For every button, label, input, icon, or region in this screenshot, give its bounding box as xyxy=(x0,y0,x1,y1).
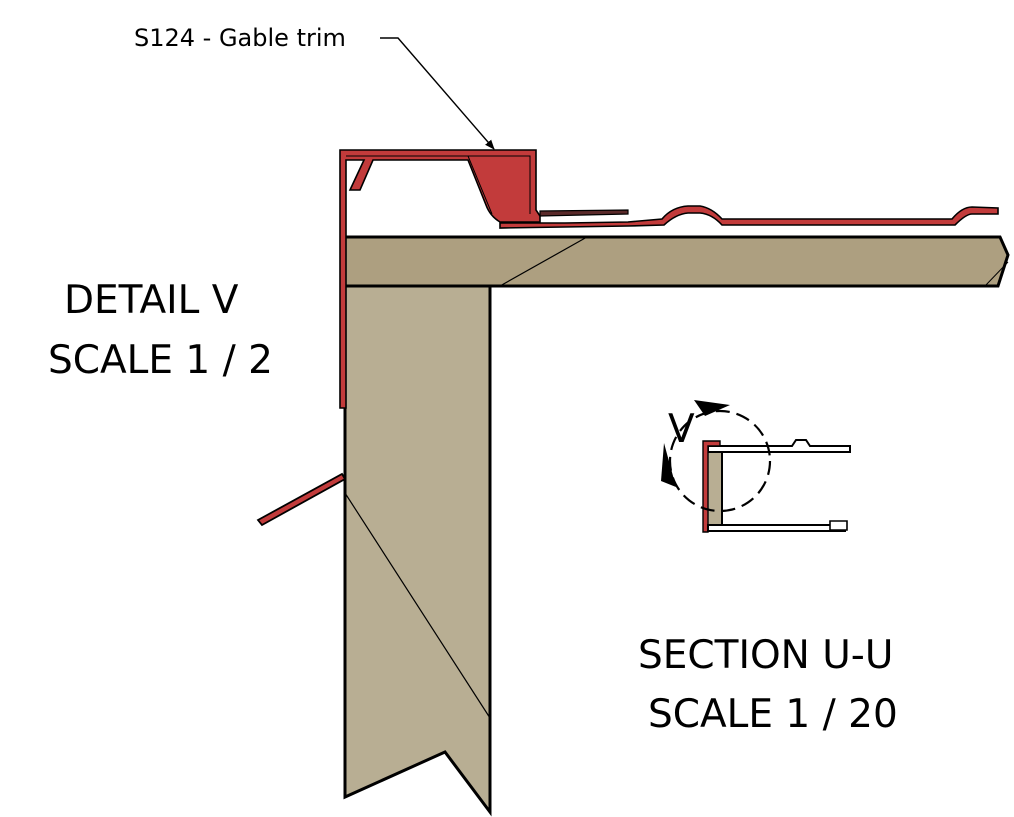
drip-flashing xyxy=(256,472,347,527)
wood-board xyxy=(343,235,1010,288)
board-end-line xyxy=(984,261,1009,287)
post-grain-line xyxy=(344,492,491,719)
section-u-u-view: V SECTION U-U SCALE 1 / 20 xyxy=(638,400,898,737)
section-bottom-line xyxy=(707,524,846,532)
view-arrow-left xyxy=(661,443,676,487)
roof-panel-profile xyxy=(499,205,999,229)
trim-overlap-strip xyxy=(539,209,629,217)
section-roof-line xyxy=(707,439,851,453)
detail-circle xyxy=(668,409,772,513)
board-grain-line xyxy=(499,236,588,287)
gable-trim-callout: S124 - Gable trim xyxy=(134,24,346,52)
detail-marker-v: V xyxy=(668,407,695,452)
section-bottom-end xyxy=(829,520,848,531)
section-title: SECTION U-U xyxy=(638,633,893,678)
detail-scale: SCALE 1 / 2 xyxy=(48,338,273,383)
detail-title: DETAIL V xyxy=(64,278,239,323)
wood-post xyxy=(343,284,492,817)
section-scale: SCALE 1 / 20 xyxy=(648,692,898,737)
view-arrow-top xyxy=(694,400,730,416)
callout-leader xyxy=(380,37,495,150)
detail-v-view: S124 - Gable trim DETAIL V SCALE 1 / 2 xyxy=(48,24,1010,817)
gable-trim-profile xyxy=(339,149,541,409)
gable-trim-inner-line xyxy=(346,155,531,215)
